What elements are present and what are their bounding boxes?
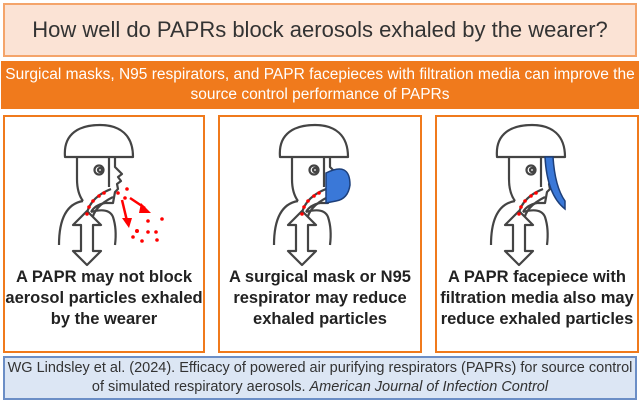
filtration-facepiece-icon [544,156,566,211]
panel-caption: A PAPR facepiece with filtration media a… [440,268,634,328]
citation-journal: American Journal of Infection Control [309,379,549,395]
panel-facepiece: A PAPR facepiece with filtration media a… [435,115,639,353]
summary-banner: Surgical masks, N95 respirators, and PAP… [1,61,639,109]
citation-text: WG Lindsley et al. (2024). Efficacy of p… [7,360,633,395]
citation: WG Lindsley et al. (2024). Efficacy of p… [3,356,637,400]
panel-caption: A PAPR may not block aerosol particles e… [5,268,203,328]
panel-caption: A surgical mask or N95 respirator may re… [229,268,411,328]
panel-papr-only: A PAPR may not block aerosol particles e… [3,115,205,353]
papr-wearer-exhaling-illustration [57,123,164,267]
exhaled-particles [116,187,164,243]
mask-icon [325,168,351,204]
papr-wearer-with-facepiece-illustration [489,123,567,267]
panel-mask: A surgical mask or N95 respirator may re… [218,115,422,353]
papr-wearer-with-mask-illustration [272,123,351,267]
page-title: How well do PAPRs block aerosols exhaled… [3,3,637,57]
exhale-arrows-icon [120,196,151,228]
